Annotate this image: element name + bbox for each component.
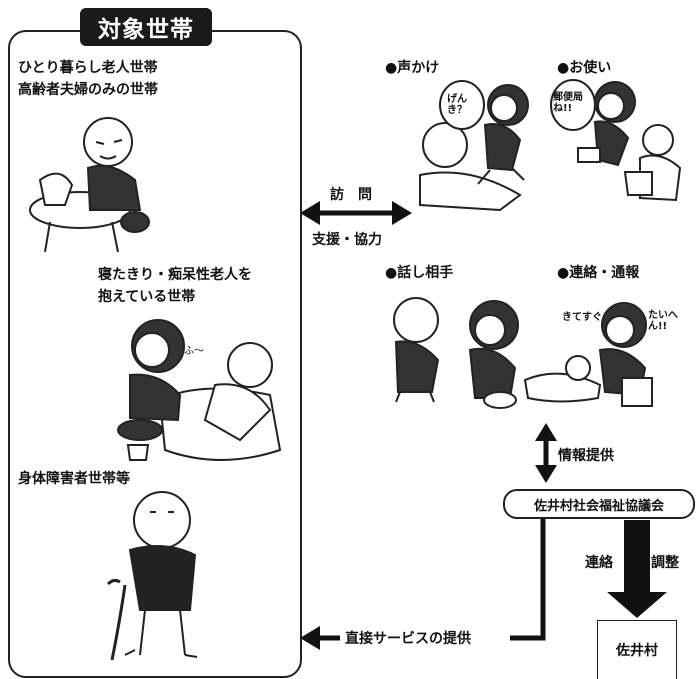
activity-talk-partner: ●話し相手 xyxy=(385,265,454,281)
support-label: 支援・協力 xyxy=(312,232,382,248)
household-label-disabled: 身体障害者世帯等 xyxy=(18,471,130,487)
contact-report-illustration xyxy=(523,302,653,407)
info-provision-arrow xyxy=(535,423,557,483)
activity-contact-report: ●連絡・通報 xyxy=(557,265,640,281)
target-households-title: 対象世帯 xyxy=(80,8,212,46)
activity-call-out: ●声かけ xyxy=(385,60,440,76)
visit-support-arrow xyxy=(300,201,412,225)
household-label-bedridden-2: 抱えている世帯 xyxy=(98,289,196,305)
talk-partner-illustration xyxy=(393,297,519,409)
disabled-elderly-illustration xyxy=(106,491,198,661)
household-label-bedridden-1: 寝たきり・痴呆性老人を xyxy=(98,267,252,283)
speech-bubble-kite-sugu: きてすぐ xyxy=(562,312,602,323)
household-label-elderly-couple: 高齢者夫婦のみの世帯 xyxy=(18,82,158,98)
call-out-illustration xyxy=(419,80,529,212)
speech-bubble-genki: げんき？ xyxy=(447,94,467,116)
saku-village-box: 佐井村 xyxy=(597,620,677,679)
speech-bubble-taihen: たいへん!! xyxy=(648,310,678,332)
household-label-elderly-alone: ひとり暮らし老人世帯 xyxy=(18,60,158,76)
elderly-eating-illustration xyxy=(29,117,150,253)
bedridden-care-illustration xyxy=(117,319,282,461)
activity-errands: ●お使い xyxy=(557,60,612,76)
coordination-label: 調整 xyxy=(651,555,679,571)
errands-illustration xyxy=(550,79,682,202)
liaison-label: 連絡 xyxy=(585,555,613,571)
visit-label: 訪 問 xyxy=(330,187,372,203)
info-provision-label: 情報提供 xyxy=(558,448,614,464)
direct-service-label: 直接サービスの提供 xyxy=(345,631,471,647)
direct-service-arrow xyxy=(300,518,546,650)
speech-bubble-furu: ふ～ xyxy=(184,346,204,357)
saku-social-welfare-council: 佐井村社会福祉協議会 xyxy=(503,489,695,519)
liaison-arrow xyxy=(607,520,667,618)
speech-bubble-post-office: 郵便局ね!! xyxy=(553,92,583,114)
